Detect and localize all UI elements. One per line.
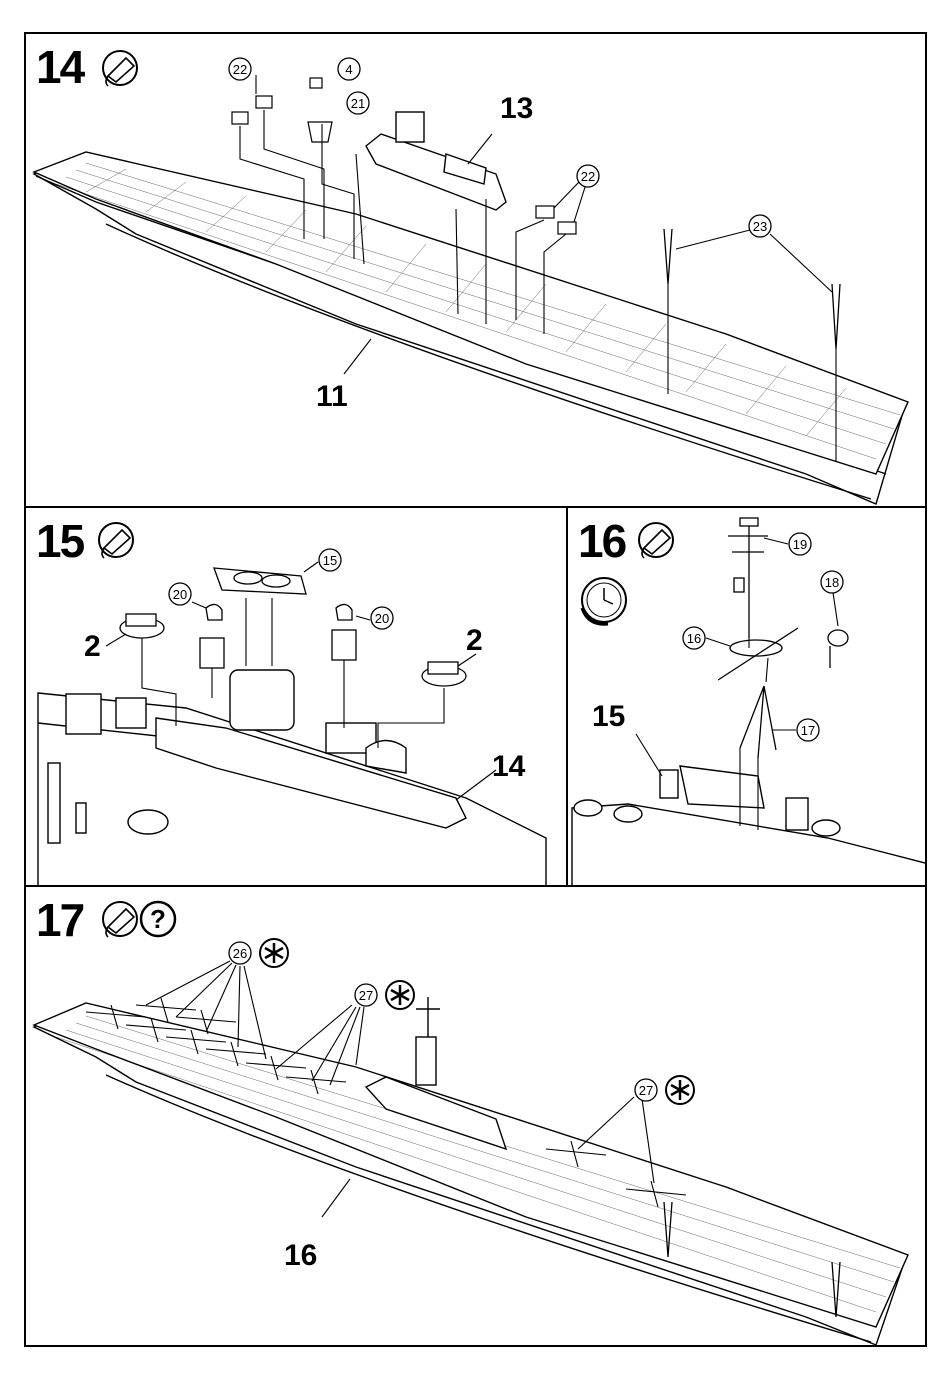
glue-icon [99,523,133,558]
svg-text:4: 4 [345,62,352,77]
glue-icon [103,902,137,937]
step-14-diagram: 22 4 21 13 22 23 11 [26,34,927,508]
callout-16: 16 [284,1239,317,1272]
svg-text:20: 20 [173,587,187,602]
radar-platform-part [718,628,798,680]
gun-director-parts [200,604,356,668]
callout-16: 16 [683,627,705,649]
svg-text:19: 19 [793,537,807,552]
mast-part [728,518,768,638]
asterisk-icon [260,939,288,967]
question-icon: ? [141,902,175,936]
callout-27b: 27 [635,1079,657,1101]
tripod-part [740,686,776,758]
glue-icon [639,523,673,558]
glue-icon [103,51,137,86]
svg-text:15: 15 [323,553,337,568]
searchlight-part [828,630,848,668]
svg-text:21: 21 [351,96,365,111]
clock-icon [582,578,626,624]
callout-4: 4 [338,58,360,80]
island-base [572,766,927,887]
svg-text:20: 20 [375,611,389,626]
svg-text:?: ? [150,904,166,934]
step-15-panel: 15 [24,506,568,887]
callout-20b: 20 [371,607,393,629]
callout-20a: 20 [169,583,191,605]
asterisk-icon [386,981,414,1009]
callout-18: 18 [821,571,843,593]
callout-21: 21 [347,92,369,114]
callout-23: 23 [749,215,771,237]
svg-text:18: 18 [825,575,839,590]
svg-text:23: 23 [753,219,767,234]
step-14-panel: 14 [24,32,927,508]
svg-text:27: 27 [359,988,373,1003]
callout-2b: 2 [466,624,483,657]
callout-11: 11 [316,380,348,413]
step-17-diagram: ? [26,887,927,1347]
asterisk-icon [666,1076,694,1104]
callout-15: 15 [319,549,341,571]
svg-text:27: 27 [639,1083,653,1098]
svg-text:22: 22 [581,169,595,184]
callout-13: 13 [500,92,533,125]
callout-27a: 27 [355,984,377,1006]
searchlight-platform-part [214,568,306,594]
svg-text:22: 22 [233,62,247,77]
callout-15: 15 [592,700,625,733]
flight-deck [34,1003,908,1327]
island-part [366,112,506,210]
callout-22b: 22 [577,165,599,187]
callout-14: 14 [492,750,526,783]
svg-text:17: 17 [801,723,815,738]
callout-19: 19 [789,533,811,555]
callout-17: 17 [797,719,819,741]
callout-22a: 22 [229,58,251,80]
step-16-diagram: 19 18 16 17 15 [568,508,927,887]
step-16-panel: 16 [566,506,927,887]
callout-26: 26 [229,942,251,964]
step-15-diagram: 15 20 20 2 2 14 [26,508,568,887]
callout-2a: 2 [84,630,101,663]
svg-text:16: 16 [687,631,701,646]
step-17-panel: 17 ? [24,885,927,1347]
svg-text:26: 26 [233,946,247,961]
